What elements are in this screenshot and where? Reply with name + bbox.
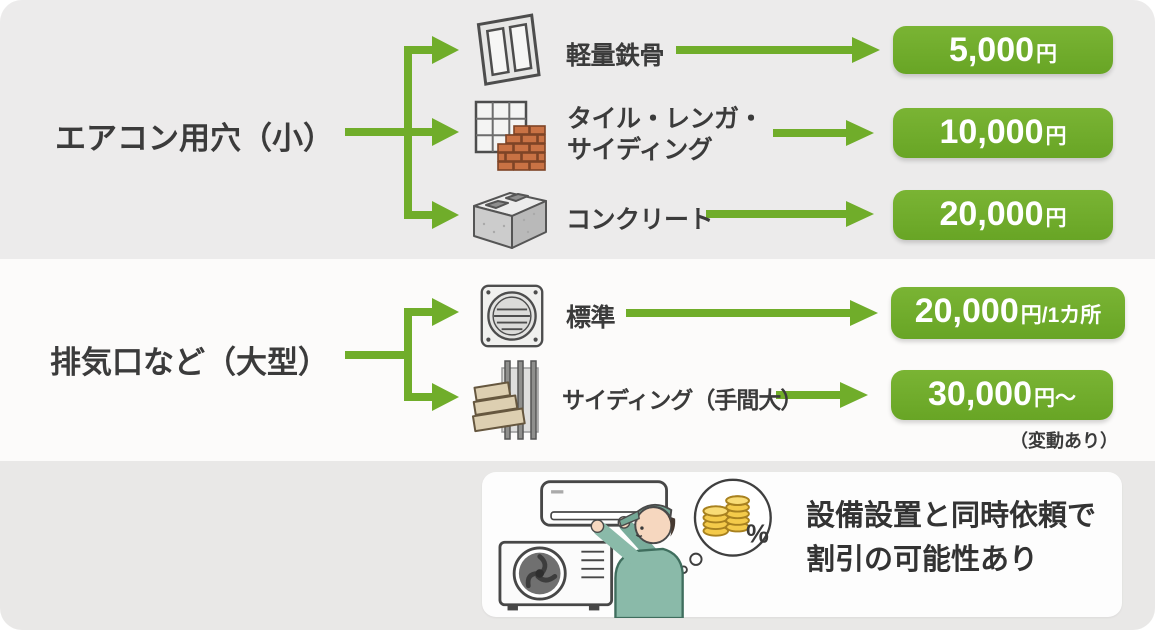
row-label-concrete: コンクリート [566, 206, 714, 234]
worker-figure [590, 503, 684, 618]
row-label-standard: 標準 [566, 304, 616, 332]
price-variation-note: （変動あり） [1010, 431, 1118, 451]
outdoor-ac-unit [498, 540, 614, 611]
discount-message-line2: 割引の可能性あり [806, 544, 1039, 576]
concrete-block-icon [464, 180, 554, 257]
worker-installing-ac-illustration: % [498, 478, 772, 618]
discount-thought-bubble: % [679, 478, 772, 574]
siding-panels-icon [470, 356, 556, 449]
discount-message: 設備設置と同時依頼で 割引の可能性あり [806, 494, 1096, 582]
discount-message-line1: 設備設置と同時依頼で [806, 500, 1097, 532]
row-label-siding: サイディング（手間大） [562, 387, 803, 413]
steel-frame-icon [466, 10, 550, 99]
row-label-tile-brick-siding: タイル・レンガ・ サイディング [567, 105, 764, 164]
section-label-ac-hole: エアコン用穴（小） [55, 121, 334, 156]
section-label-exhaust: 排気口など（大型） [50, 345, 329, 380]
svg-text:%: % [746, 520, 769, 548]
tile-brick-siding-icon [468, 96, 552, 185]
row-label-steel-frame: 軽量鉄骨 [566, 42, 665, 70]
vent-grille-icon [478, 282, 546, 355]
